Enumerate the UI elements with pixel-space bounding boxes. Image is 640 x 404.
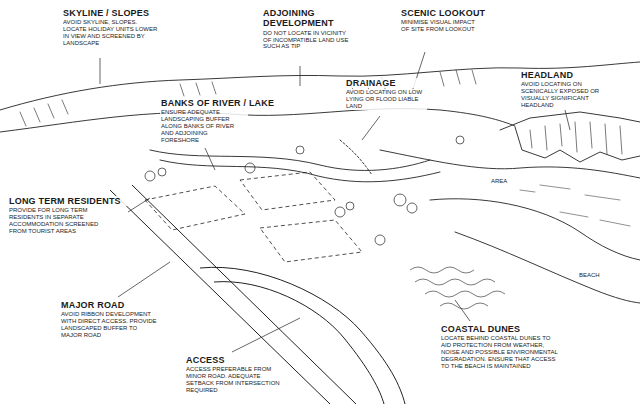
site-outline — [240, 172, 335, 210]
tree — [296, 146, 304, 154]
major-road — [110, 185, 356, 404]
tree — [335, 207, 345, 217]
leader-line — [455, 300, 470, 321]
dunes — [410, 267, 505, 309]
callout-note: AVOID LOCATING ON LOW LYING OR FLOOD LIA… — [345, 89, 427, 110]
callout-heading: SKYLINE / SLOPES — [62, 8, 182, 18]
callout-note: AVOID RIBBON DEVELOPMENT WITH DIRECT ACC… — [60, 311, 158, 339]
leader-line — [565, 110, 570, 130]
tree — [394, 194, 406, 206]
callout-note: ACCESS PREFERABLE FROM MINOR ROAD. ADEQU… — [185, 366, 285, 394]
site-outline — [145, 186, 245, 230]
site-outline — [260, 220, 362, 262]
tree — [245, 163, 255, 173]
callout-heading: SCENIC LOOKOUT — [400, 8, 500, 18]
tree — [346, 202, 354, 210]
callout-note: LOCATE BEHIND COASTAL DUNES TO AID PROTE… — [440, 335, 560, 369]
sea-lines — [520, 185, 630, 226]
river-bank — [150, 150, 440, 182]
leader-line — [100, 58, 101, 84]
tree — [145, 171, 155, 181]
place-label: BEACH — [578, 272, 618, 279]
callout-heading: ADJOINING DEVELOPMENT — [262, 8, 340, 29]
callout-note: AVOID SKYLINE, SLOPES. LOCATE HOLIDAY UN… — [62, 19, 162, 47]
skyline — [0, 62, 640, 110]
tree — [375, 235, 385, 245]
callout-heading: HEADLAND — [520, 70, 620, 80]
leader-line — [128, 198, 150, 212]
leader-line — [362, 116, 380, 140]
trees — [145, 136, 464, 245]
sites — [145, 172, 362, 262]
callout-heading: MAJOR ROAD — [60, 300, 150, 310]
callout-heading: LONG TERM RESIDENTS — [8, 196, 128, 206]
cliff-hatch — [530, 122, 622, 154]
leader-lines — [100, 52, 570, 352]
callout-heading: COASTAL DUNES — [440, 324, 550, 334]
roads — [110, 185, 405, 404]
place-label: AREA — [490, 178, 530, 185]
tree — [158, 168, 166, 176]
leader-line — [232, 318, 300, 352]
beach — [455, 232, 640, 303]
terrain — [0, 62, 640, 303]
callout-note: ENSURE ADEQUATE LANDSCAPING BUFFER ALONG… — [160, 109, 248, 143]
callout-heading: ACCESS — [185, 355, 245, 365]
leader-line — [118, 262, 170, 297]
leader-line — [300, 66, 301, 86]
callout-heading: DRAINAGE — [345, 78, 425, 88]
headland — [500, 112, 640, 162]
callout-note: AVOID LOCATING ON SCENICALLY EXPOSED OR … — [520, 81, 620, 109]
ridge — [0, 109, 515, 132]
coastline — [380, 150, 640, 178]
callout-note: DO NOT LOCATE IN VICINITY OF INCOMPATIBL… — [262, 30, 354, 51]
callout-note: MINIMISE VISUAL IMPACT OF SITE FROM LOOK… — [400, 19, 480, 33]
dune-hatch — [410, 267, 505, 309]
tree — [456, 136, 464, 144]
tree — [407, 203, 417, 213]
callout-note: PROVIDE FOR LONG TERM RESIDENTS IN SEPAR… — [8, 207, 103, 235]
bay — [430, 199, 640, 260]
callout-heading: BANKS OF RIVER / LAKE — [160, 98, 285, 108]
slope-hatch — [20, 70, 476, 126]
drainage-line — [340, 140, 372, 175]
leader-line — [205, 148, 215, 170]
